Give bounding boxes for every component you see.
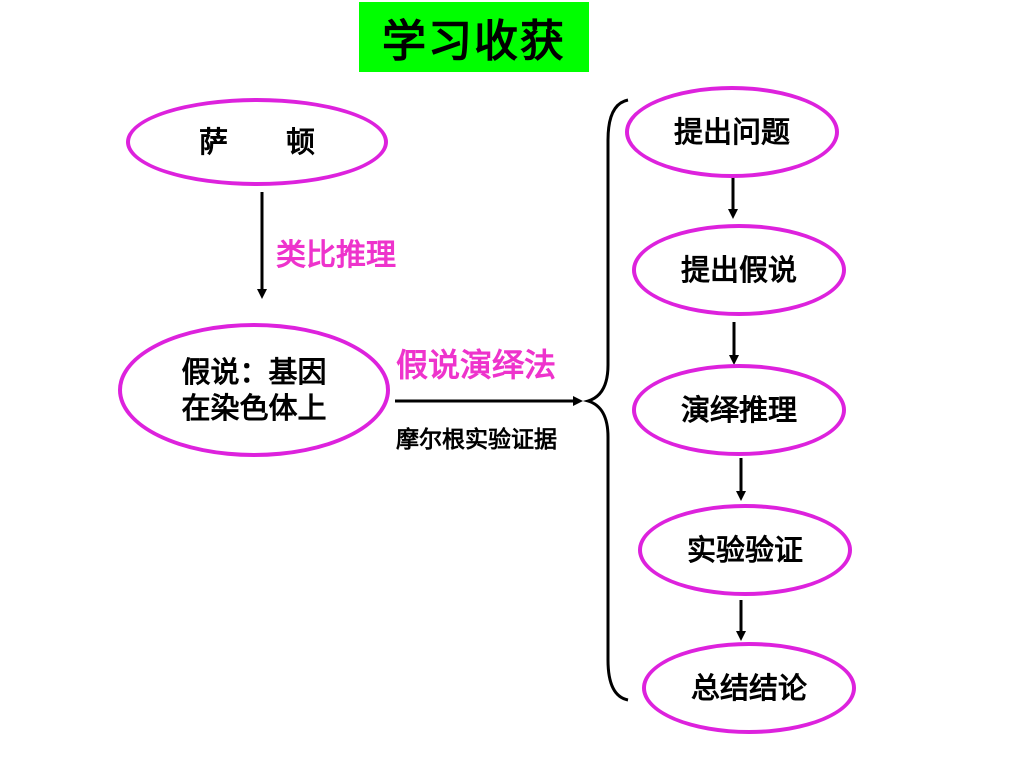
step-node-4: 实验验证 — [638, 504, 852, 596]
step-node-3: 演绎推理 — [632, 364, 846, 456]
page-title: 学习收获 — [382, 16, 566, 67]
step-label-1: 提出问题 — [673, 114, 790, 149]
title-banner: 学习收获 — [359, 2, 589, 72]
step-node-5: 总结结论 — [642, 642, 856, 734]
step-label-2: 提出假说 — [680, 252, 797, 287]
step-label-3: 演绎推理 — [680, 392, 797, 427]
morgan-evidence-label: 摩尔根实验证据 — [396, 427, 557, 453]
hypothesis-line-2: 在染色体上 — [181, 391, 327, 425]
step-node-2: 提出假说 — [632, 224, 846, 316]
sutton-node: 萨 顿 — [126, 98, 388, 186]
step-label-5: 总结结论 — [690, 670, 807, 705]
sutton-label: 萨 顿 — [198, 124, 315, 159]
hypothesis-node: 假说：基因 在染色体上 — [118, 323, 390, 457]
left-brace — [582, 98, 629, 702]
hypothetico-deductive-label: 假说演绎法 — [396, 346, 557, 384]
step-node-1: 提出问题 — [625, 86, 839, 178]
hypothesis-line-1: 假说：基因 — [181, 354, 327, 389]
step-label-4: 实验验证 — [686, 532, 803, 567]
hypothesis-text: 假说：基因 在染色体上 — [181, 354, 326, 427]
analogy-reasoning-label: 类比推理 — [276, 238, 396, 273]
